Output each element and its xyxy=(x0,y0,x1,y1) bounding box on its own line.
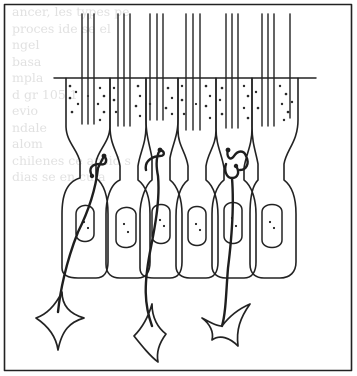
neuron-body xyxy=(202,304,250,346)
nerve-fiber xyxy=(222,164,238,326)
cell xyxy=(62,78,110,278)
neuron-bodies xyxy=(36,292,250,362)
nerve-fibers xyxy=(58,150,248,326)
frame-border xyxy=(5,5,352,371)
stipple xyxy=(69,85,293,122)
nucleus xyxy=(188,207,206,246)
nerve-fiber xyxy=(58,156,106,312)
nerve-fiber xyxy=(146,150,164,326)
nucleus xyxy=(76,205,94,241)
cilia xyxy=(82,14,290,130)
neuron-body xyxy=(134,304,166,362)
nucleus xyxy=(116,207,136,247)
nucleolus-dots xyxy=(83,217,275,233)
nucleus xyxy=(262,205,282,248)
